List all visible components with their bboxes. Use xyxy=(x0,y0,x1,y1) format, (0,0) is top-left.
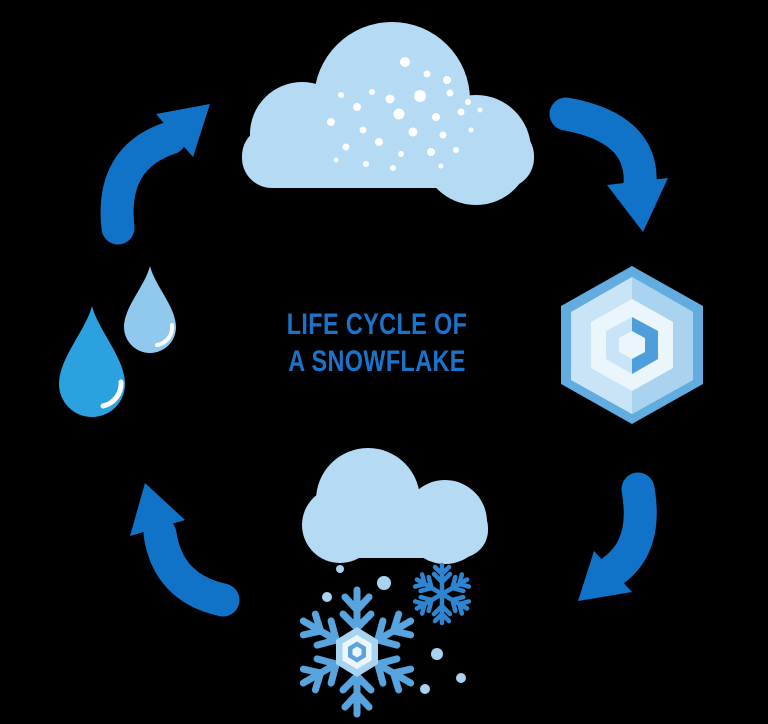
arrow-top-right-icon xyxy=(549,97,668,232)
snow-cloud-icon xyxy=(242,22,534,205)
arrow-bottom-left-icon xyxy=(130,483,240,617)
falling-snow-dots xyxy=(322,565,466,694)
arrow-top-left-icon xyxy=(100,104,210,245)
title-line-1: LIFE CYCLE OF xyxy=(286,308,468,341)
snowing-cloud-icon xyxy=(296,448,488,714)
ice-crystal-icon xyxy=(561,266,703,424)
title-line-2: A SNOWFLAKE xyxy=(288,345,466,378)
small-droplet xyxy=(124,266,176,353)
large-snowflake-icon xyxy=(296,590,417,714)
water-droplets-icon xyxy=(59,266,176,417)
small-snowflake-icon xyxy=(413,565,471,623)
large-droplet xyxy=(59,306,125,417)
snow-dots xyxy=(327,57,483,171)
arrow-bottom-right-icon xyxy=(578,472,657,601)
diagram-title: LIFE CYCLE OF A SNOWFLAKE xyxy=(276,306,479,380)
